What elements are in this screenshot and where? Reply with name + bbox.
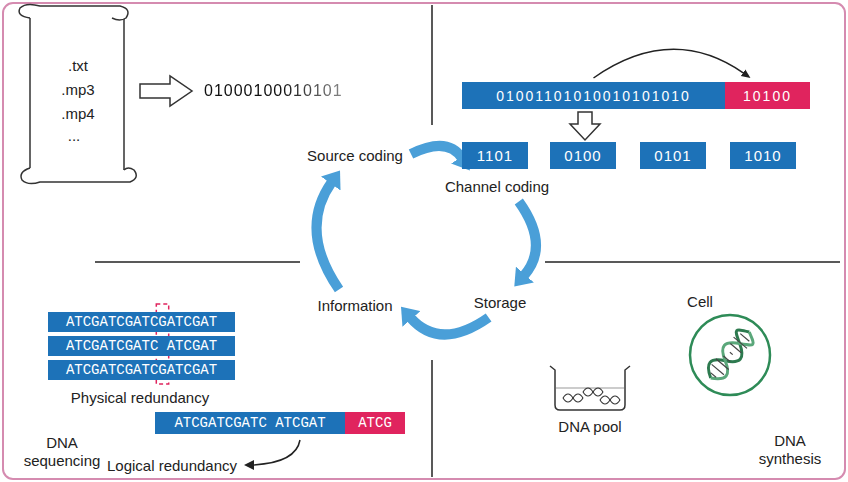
stage-title: DNA sequencing — [14, 434, 110, 470]
node-text: 0101 — [654, 147, 691, 164]
redundancy-label: Physical redundancy — [71, 389, 209, 407]
node-text: Information — [317, 297, 392, 314]
cell-label: Cell — [687, 293, 713, 311]
pool-label: DNA pool — [558, 418, 621, 436]
file-type: ... — [68, 127, 81, 145]
cycle-arrow — [317, 182, 339, 290]
data-block: 0101 — [640, 142, 706, 169]
node-text: ATCGATCGATCGATCGAT — [66, 362, 217, 378]
dna-check: ATCG — [345, 412, 405, 434]
stage-label: Channel coding — [443, 177, 552, 196]
binary-stream: 01000100010101 — [204, 81, 343, 100]
node-text: 10100 — [743, 88, 792, 104]
redundancy-label: Logical redundancy — [107, 457, 237, 475]
node-text: 0100 — [564, 147, 601, 164]
dna-read: ATCGATCGATC ATCGAT — [48, 336, 235, 356]
cell — [690, 315, 770, 395]
node-text: ATCGATCGATCGATCGAT — [66, 314, 217, 330]
data-block: 0100 — [550, 142, 616, 169]
cycle-arrow — [411, 146, 462, 159]
node-text: 01001101010010101010 — [496, 88, 691, 104]
node-text: ATCG — [358, 415, 392, 431]
stage-label: Information — [315, 296, 395, 315]
data-bar: 01001101010010101010 — [462, 82, 725, 109]
data-block: 1010 — [730, 142, 796, 169]
node-text: ATCGATCGATC ATCGAT — [66, 338, 217, 354]
node-text: Storage — [474, 294, 527, 311]
hollow-arrow — [140, 76, 192, 106]
arrow-head — [244, 460, 254, 470]
curved-arrow — [594, 49, 744, 78]
node-text: ATCGATCGATC ATCGAT — [174, 415, 325, 431]
node-text: 1101 — [477, 147, 513, 164]
beaker — [550, 366, 630, 410]
data-block: 1101 — [462, 142, 528, 169]
stage-label: Storage — [472, 293, 529, 312]
cycle-arrow — [519, 202, 536, 277]
file-type: .mp4 — [61, 105, 94, 123]
quadrant-lines — [95, 5, 840, 477]
hollow-arrow — [570, 112, 600, 140]
file-type: .mp3 — [61, 81, 94, 99]
file-type: .txt — [68, 57, 88, 75]
dna-read: ATCGATCGATCGATCGAT — [48, 360, 235, 380]
check-bar: 10100 — [725, 82, 810, 109]
dna-read: ATCGATCGATCGATCGAT — [48, 312, 235, 332]
stage-label: Source coding — [305, 146, 405, 165]
scroll-icon — [19, 4, 136, 183]
cycle-arrow — [410, 317, 488, 334]
dna-strand: ATCGATCGATC ATCGAT — [155, 412, 345, 434]
outer-frame — [3, 3, 845, 479]
curved-arrow — [252, 440, 300, 465]
node-text: Source coding — [307, 147, 403, 164]
stage-title: DNA synthesis — [745, 432, 835, 468]
node-text: 1010 — [744, 147, 781, 164]
node-text: Channel coding — [445, 178, 549, 195]
